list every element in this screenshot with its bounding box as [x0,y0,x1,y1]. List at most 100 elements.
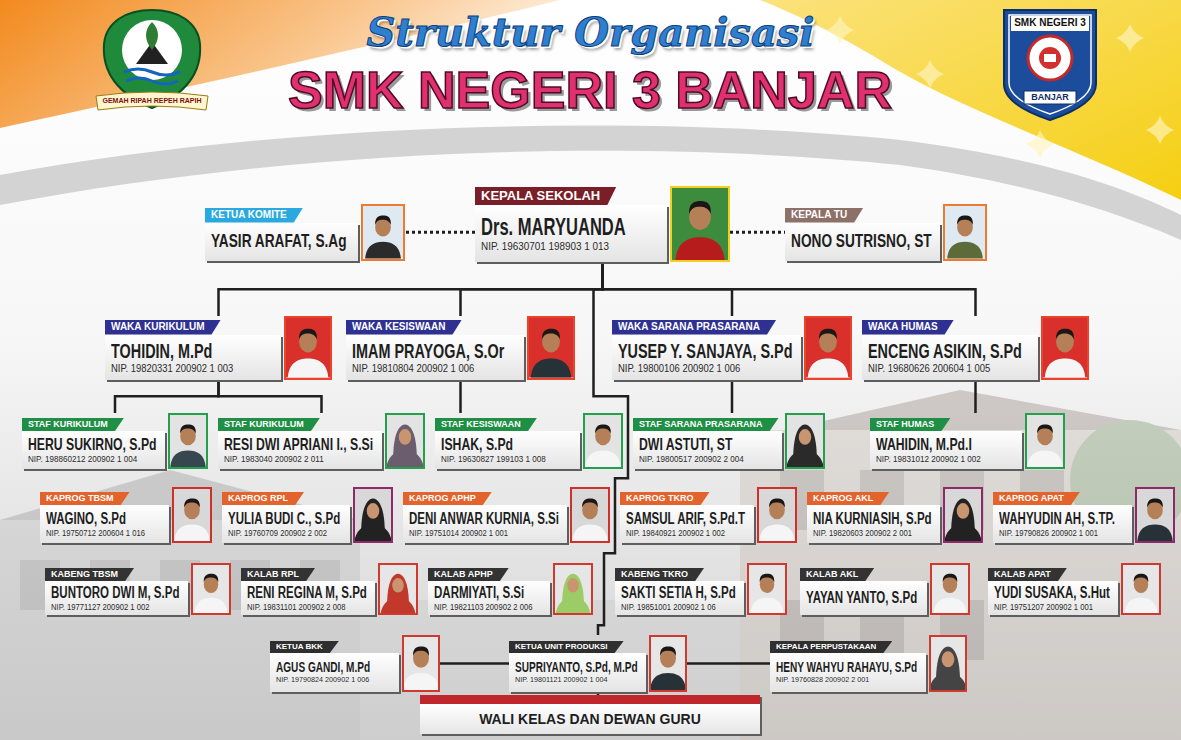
portrait-hair [375,215,391,224]
org-box: KETUA KOMITE YASIR ARAFAT, S.Ag [205,204,405,261]
employee-id: NIP. 19630701 198903 1 013 [481,240,609,253]
portrait-photo [1041,316,1089,380]
portrait-hair [1037,424,1053,433]
emblem-leaf [146,22,158,50]
portrait-backdrop [193,565,229,613]
person-name: BUNTORO DWI M, S.Pd [51,584,179,602]
connector-line [687,662,770,665]
role-tab: KAPROG TBSM [40,492,130,505]
portrait-hair [542,329,560,340]
role-tab: KAPROG APAT [993,492,1080,505]
wall [0,520,360,740]
role-tab: STAF SARANA PRASARANA [633,418,779,431]
person-name: NIA KURNIASIH, S.Pd [813,510,932,528]
portrait-body [751,598,784,613]
portrait-figure [932,565,968,613]
portrait-backdrop [932,565,968,613]
portrait-photo [168,413,208,469]
portrait-backdrop [380,565,416,613]
role-tab: KALAB APHP [428,568,509,581]
emblem-shield [1004,10,1096,120]
role-tab: KALAB RPL [241,568,315,581]
portrait-backdrop [749,565,785,613]
portrait-hair [689,201,711,214]
org-box: WAKA KESISWAANIMAM PRAYOGA, S.OrNIP. 198… [346,316,575,380]
portrait-face [799,429,812,445]
portrait-photo [553,563,593,615]
portrait-veil [387,574,409,614]
portrait-photo [670,186,730,262]
school-emblem [1004,10,1096,120]
box-body: NIA KURNIASIH, S.PdNIP. 19820603 200902 … [807,505,940,543]
portrait-hair [299,329,317,340]
portrait-hair [769,498,785,507]
box-body: Drs. MARYUANDANIP. 19630701 198903 1 013 [475,205,667,262]
portrait-photo [172,487,212,543]
ornament [1146,116,1174,144]
org-box: KAPROG AKLNIA KURNIASIH, S.PdNIP. 198206… [807,487,983,543]
box-body: DWI ASTUTI, STNIP. 19800517 200902 2 004 [633,431,782,469]
person-name: HENY WAHYU RAHAYU, S.Pd [776,660,917,675]
portrait-figure [787,415,823,467]
portrait-face [392,578,404,592]
box-body: YUSEP Y. SANJAYA, S.PdNIP. 19800106 2009… [612,335,801,380]
connector-line [730,231,785,234]
org-box: KAPROG APATWAHYUDIN AH, S.TP.NIP. 197908… [993,487,1175,543]
org-box: KEPALA SEKOLAHDrs. MARYUANDANIP. 1963070… [475,186,730,262]
portrait-body [572,525,608,542]
person-name: YASIR ARAFAT, S.Ag [211,231,347,252]
box-body: SAMSUL ARIF, S.Pd.TNIP. 19840921 200902 … [620,505,754,543]
employee-id: NIP. 19680626 200604 1 005 [868,362,990,375]
portrait-body [1125,598,1158,613]
role-tab: STAF KURIKULUM [22,418,124,431]
role-tab: KETUA KOMITE [205,208,303,223]
portrait-photo [649,635,687,692]
box-body: NONO SUTRISNO, ST [785,223,940,261]
org-box: KALAB APATYUDI SUSAKA, S.HutNIP. 1975120… [988,563,1161,615]
portrait-photo [378,563,418,615]
employee-id: NIP. 19751014 200902 1 001 [409,528,508,538]
role-tab: STAF KURIKULUM [218,418,320,431]
role-tab: KAPROG TKRO [620,492,710,505]
role-tab: KALAB AKL [800,568,874,581]
person-name: WAHYUDIN AH, S.TP. [999,510,1115,528]
employee-id: NIP. 19630827 199103 1 008 [441,454,546,465]
footer-text: WALI KELAS DAN DEWAN GURU [479,711,701,728]
org-box: WAKA HUMASENCENG ASIKIN, S.PdNIP. 196806… [862,316,1089,380]
employee-id: NIP. 19800517 200902 2 004 [639,454,744,465]
portrait-backdrop [672,188,728,260]
org-box: STAF KURIKULUMRESI DWI APRIANI I., S.SiN… [218,413,425,469]
portrait-body [651,673,685,690]
box-body: WAGINO, S.PdNIP. 19750712 200604 1 016 [40,505,169,543]
portrait-backdrop [572,489,608,541]
person-name: WAGINO, S.Pd [46,510,126,528]
box-body: DARMIYATI, S.SiNIP. 19821103 200902 2 00… [428,581,550,615]
role-tab: WAKA KURIKULUM [105,320,221,335]
box-body: RENI REGINA M, S.PdNIP. 19831101 200902 … [241,581,375,615]
role-tab: WAKA HUMAS [862,320,954,335]
portrait-body [531,358,571,377]
role-tab: KETUA BKK [270,641,339,653]
portrait-body [585,451,621,468]
portrait-body [288,358,328,377]
org-box: KAPROG RPLYULIA BUDI C., S.PdNIP. 197607… [222,487,393,543]
portrait-photo [570,487,610,543]
connector-line [459,380,462,414]
employee-id: NIP. 19851001 200902 1 06 [621,602,716,612]
employee-id: NIP. 19750712 200604 1 016 [46,528,145,538]
org-box: STAF KURIKULUMHERU SUKIRNO, S.PdNIP. 198… [22,413,208,469]
portrait-hair [595,424,611,433]
person-name: RESI DWI APRIANI I., S.Si [224,436,373,455]
org-box: WAKA KURIKULUMTOHIDIN, M.PdNIP. 19820331… [105,316,332,380]
emblem-ribbon [96,92,208,110]
portrait-backdrop [1027,415,1063,467]
box-body: YAYAN YANTO, S.Pd [800,581,927,615]
portrait-face [399,429,412,445]
portrait-backdrop [355,489,391,541]
portrait-figure [749,565,785,613]
portrait-figure [945,206,985,259]
employee-id: NIP. 19760709 200902 2 002 [228,528,327,538]
portrait-hair [413,647,429,657]
employee-id: NIP. 19820603 200902 2 001 [813,528,912,538]
